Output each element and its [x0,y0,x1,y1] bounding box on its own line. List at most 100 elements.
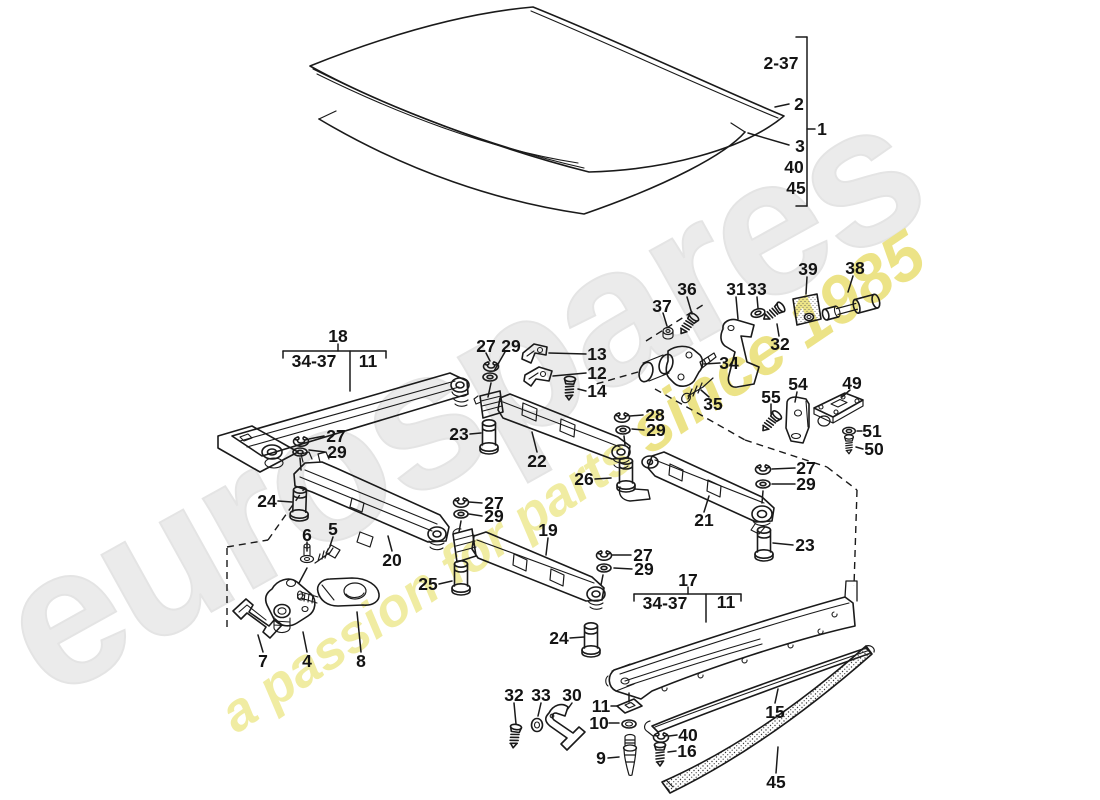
part-callout-13: 13 [587,344,607,364]
washer-29-e [615,425,631,435]
leader-line [747,132,790,146]
part-callout-26: 26 [574,469,594,489]
dashed-reference-line [226,539,269,548]
part-callout-30: 30 [562,685,582,705]
leader-line [607,756,620,759]
leader-line [629,414,644,417]
front-rail-18 [217,372,470,473]
leader-line [756,296,759,309]
screw-32-bottom [506,722,523,750]
part-callout-34-37: 34-37 [643,593,688,613]
part-callout-27: 27 [796,458,815,478]
hardtop-roof-panel [309,6,785,173]
part-callout-23: 23 [449,424,469,444]
leader-line [468,501,483,504]
part-callout-51: 51 [862,421,882,441]
leader-line [855,446,864,450]
washer-51 [841,426,857,436]
part-callout-29: 29 [501,336,521,356]
clip-28 [613,412,631,423]
part-callout-24: 24 [549,628,569,648]
pad-39 [792,293,822,326]
leader-line [577,388,587,392]
part-callout-49: 49 [842,373,862,393]
part-callout-29: 29 [484,506,504,526]
part-callout-27: 27 [633,545,652,565]
part-callout-32: 32 [504,685,524,705]
part-callout-4: 4 [302,651,312,671]
rear-rail-21 [641,451,775,535]
part-callout-45: 45 [766,772,786,792]
leader-line [485,352,491,362]
leader-line [458,520,462,533]
latch-4 [264,578,316,634]
screw-50 [843,434,855,455]
screw-36 [675,310,701,338]
leader-line [703,495,710,513]
part-callout-29: 29 [634,559,654,579]
leader-line [600,574,604,586]
part-callout-28: 28 [645,405,665,425]
part-callout-33: 33 [747,279,767,299]
dashed-reference-line [654,388,746,441]
part-callout-38: 38 [845,258,865,278]
leader-line [387,535,393,552]
leader-line [257,634,264,653]
spindle-34 [638,345,717,387]
leader-line [531,431,538,453]
leader-line [686,296,693,315]
nut-37 [662,326,674,340]
part-callout-19: 19 [538,520,558,540]
leader-line [487,382,492,398]
part-callout-32: 32 [770,334,790,354]
bracket-30 [544,703,586,751]
screw-5 [314,544,341,564]
leader-line [277,500,293,503]
leader-line [771,467,796,470]
part-callout-24: 24 [257,491,277,511]
leader-line [772,542,794,546]
leader-line [735,296,739,320]
part-callout-10: 10 [589,713,609,733]
part-callout-29: 29 [327,442,347,462]
part-callout-34: 34 [719,353,739,373]
bolt-25 [451,559,471,596]
leader-line [468,513,483,517]
leader-line [668,734,678,737]
washer-29-b [482,372,498,382]
washer-29-f [755,479,771,489]
washer-29-d [596,563,612,573]
leader-line [299,457,302,471]
part-callout-2-37: 2-37 [763,53,798,73]
seal-strip-45 [661,645,875,794]
part-callout-17: 17 [678,570,697,590]
part-callout-36: 36 [677,279,697,299]
part-callout-50: 50 [864,439,884,459]
leader-line [545,537,549,556]
trim-strip-15 [644,647,872,737]
part-callout-29: 29 [646,420,666,440]
dashed-reference-line [853,489,858,587]
grommet-10 [621,719,637,729]
leader-line [776,323,780,337]
part-callout-37: 37 [652,296,671,316]
clip-40-bottom [652,732,670,743]
leader-line [662,312,668,327]
leader-line [847,275,854,293]
leader-line [552,372,587,377]
handle-8 [296,577,380,607]
part-callout-9: 9 [596,748,606,768]
leader-line [774,688,779,704]
rear-cover-panel-17 [605,580,858,700]
leader-line [308,449,326,453]
part-callout-16: 16 [677,741,697,761]
leader-line [569,636,585,639]
part-callout-45: 45 [786,178,806,198]
screw-35 [681,377,714,404]
headliner-panel [318,110,746,215]
dashed-reference-line [826,466,858,491]
part-callout-11: 11 [359,351,378,371]
center-rail-22 [473,390,631,469]
part-callout-21: 21 [694,510,714,530]
